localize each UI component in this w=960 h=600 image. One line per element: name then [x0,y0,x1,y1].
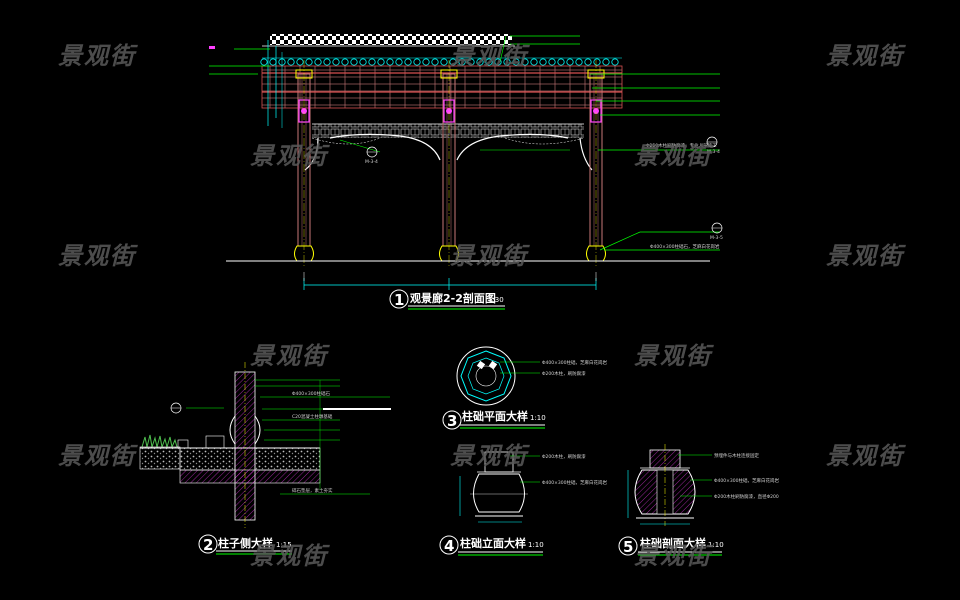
roof-bead [332,58,340,66]
base-plan-scale: 1:10 [530,414,546,422]
sec5-note-3: Φ200木柱刷防腐漆，直径Φ200 [714,493,779,500]
roof-bead [476,58,484,66]
plan-octagon-outer [460,350,512,402]
roof-bead [395,58,403,66]
elevation-scale: 1:30 [488,296,504,304]
column-note-3: 碎石垫层，素土夯实 [292,487,333,494]
roof-bead [440,58,448,66]
roof-bead [593,58,601,66]
rafter-slats [261,65,623,109]
roof-bead [359,58,367,66]
detail-tag-a: M-3-4 [365,159,378,165]
column-section-view: Φ400×300柱础石 C20混凝土柱墩基础 碎石垫层，素土夯实 2 柱子侧大样… [139,362,391,555]
roof-bead [611,58,619,66]
base-elevation-scale: 1:10 [528,541,544,549]
roof-bead [350,58,358,66]
detail-tag-b: M-3-5 [710,235,723,241]
roof-bead [494,58,502,66]
roof-bead [530,58,538,66]
base-plan-view: Φ400×300柱础，芝麻白花岗岩 Φ200木柱，刷防腐漆 3 柱础平面大样 1… [442,346,607,430]
elev4-note-2: Φ400×300柱础，芝麻白花岗岩 [542,479,607,486]
roof-bead [521,58,529,66]
roof-bead [314,58,322,66]
roof-bead [404,58,412,66]
roof-bead [296,58,304,66]
arch-brackets [304,133,593,171]
roof-bead [458,58,466,66]
base-section-view: 预埋件与木柱连接固定 Φ400×300柱础，芝麻白花岗岩 Φ200木柱刷防腐漆，… [618,444,779,556]
view-number-circle-1 [389,289,409,309]
roof-bead [503,58,511,66]
column-note-2: C20混凝土柱墩基础 [292,413,333,420]
base-elev-post [484,451,514,473]
column-note-1: Φ400×300柱础石 [292,390,330,397]
plan-note-2: Φ200木柱，刷防腐漆 [542,370,586,377]
roof-bead [413,58,421,66]
view-number-circle-4 [439,535,459,555]
view-number-circle-5 [618,536,638,556]
roof-bead [431,58,439,66]
roof-bead [557,58,565,66]
roof-bead [260,58,268,66]
base-elev-drum [473,473,525,513]
view-number-3: 3 [447,412,457,430]
roof-bead [269,58,277,66]
roof-bead [377,58,385,66]
roof-bead [602,58,610,66]
elevation-columns [294,60,606,268]
roof-bead [584,58,592,66]
roof-bead [422,58,430,66]
roof-checker-band [270,34,512,45]
roof-bead [287,58,295,66]
grass-tuft [141,434,178,449]
column-section-base [229,415,261,445]
elevation-title: 观景廊2-2剖面图 [410,291,496,305]
view-number-1: 1 [394,291,404,309]
plan-note-1: Φ400×300柱础，芝麻白花岗岩 [542,359,607,366]
elevation-view: Φ250木柱刷防腐漆，专业人员施工 Φ400×300柱础石，芝麻白花岗岩 M-3… [209,34,723,310]
elevation-column [439,60,459,268]
plan-outer-ring [456,346,516,406]
view-number-circle-3 [442,410,462,430]
roof-bead [566,58,574,66]
base-elevation-title: 柱础立面大样 [460,536,526,550]
roof-bead [368,58,376,66]
view-number-2: 2 [203,536,213,554]
lattice-frieze [312,124,584,138]
roof-bead-row [260,57,622,66]
roof-bead [341,58,349,66]
view-number-4: 4 [444,537,454,555]
sec5-note-2: Φ400×300柱础，芝麻白花岗岩 [714,477,779,484]
base-elevation-view: Φ200木柱，刷防腐漆 Φ400×300柱础，芝麻白花岗岩 4 柱础立面大样 1… [439,451,607,556]
roof-bead [575,58,583,66]
elevation-note-2: Φ400×300柱础石，芝麻白花岗岩 [650,243,720,250]
roof-bead [548,58,556,66]
base-plan-title: 柱础平面大样 [462,409,528,423]
view-number-circle-2 [198,534,218,554]
roof-bead [485,58,493,66]
roof-bead [467,58,475,66]
elev4-note-1: Φ200木柱，刷防腐漆 [542,453,586,460]
detail-tag-c: M-3-4 [707,149,720,155]
roof-bead [323,58,331,66]
elevation-note-1: Φ250木柱刷防腐漆，专业人员施工 [646,142,717,149]
base-section-scale: 1:10 [708,541,724,549]
sec5-note-1: 预埋件与木柱连接固定 [714,452,759,459]
roof-bead [386,58,394,66]
column-section-scale: 1:15 [276,541,292,549]
roof-bead [512,58,520,66]
view-number-5: 5 [623,538,633,556]
roof-bead [449,58,457,66]
column-section-title: 柱子侧大样 [218,536,273,550]
roof-bead [539,58,547,66]
elevation-column [294,60,314,268]
roof-bead [305,58,313,66]
base-section-title: 柱础剖面大样 [640,536,706,550]
